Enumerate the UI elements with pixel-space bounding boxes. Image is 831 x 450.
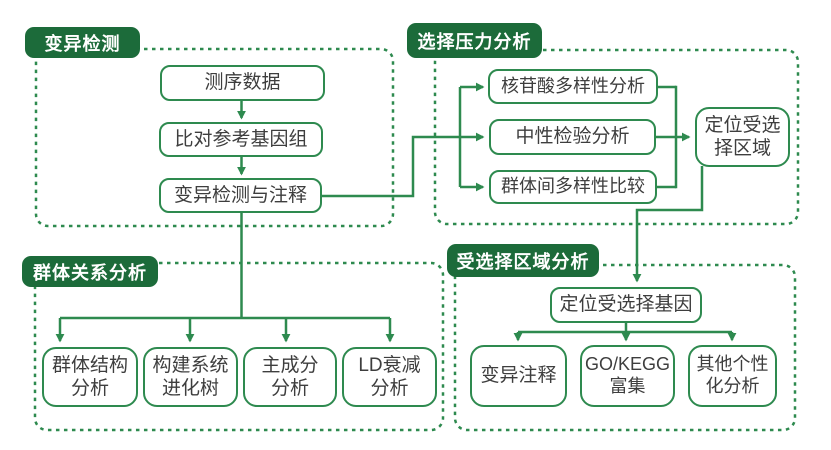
group-variant-detection-border	[34, 47, 395, 228]
node-label: 进化树	[161, 378, 219, 399]
node-label: 变异注释	[480, 365, 557, 387]
node-label: 定位受选择基因	[559, 294, 693, 316]
badge-selected-region: 受选择区域分析	[447, 244, 599, 277]
node-variant-annotation: 变异注释	[470, 345, 567, 407]
node-label: GO/KEGG	[584, 354, 671, 375]
connector-region-to-gene	[632, 166, 704, 283]
node-label: 分析	[270, 378, 309, 399]
node-other-personalized-analysis: 其他个性 化分析	[688, 345, 777, 407]
node-label: 群体结构	[51, 354, 128, 376]
node-pca: 主成分 分析	[243, 347, 337, 407]
node-label: 化分析	[705, 376, 760, 396]
node-interpopulation-diversity: 群体间多样性比较	[489, 170, 657, 204]
badge-variant-detection: 变异检测	[25, 27, 140, 58]
node-label: 分析	[70, 378, 109, 399]
node-label: 定位受选	[704, 114, 781, 136]
node-ld-decay: LD衰减 分析	[342, 347, 437, 407]
node-align-reference-genome: 比对参考基因组	[159, 122, 323, 157]
node-label: 其他个性	[696, 354, 769, 375]
node-variant-calling-annotation: 变异检测与注释	[159, 178, 322, 213]
group-selection-pressure-border	[433, 48, 800, 226]
node-label: 富集	[609, 376, 646, 396]
node-label: 群体间多样性比较	[501, 176, 645, 197]
node-phylogenetic-tree: 构建系统 进化树	[143, 347, 238, 407]
node-label: 分析	[370, 378, 409, 399]
node-label: 中性检验分析	[515, 126, 630, 148]
group-population-relationship-border	[33, 261, 445, 432]
node-label: LD衰减	[358, 354, 421, 376]
node-label: 择区域	[713, 138, 771, 159]
connector-call-to-neutrality	[322, 132, 485, 198]
node-locate-selected-gene: 定位受选择基因	[550, 287, 702, 323]
node-label: 主成分	[261, 354, 319, 376]
node-neutrality-test: 中性检验分析	[489, 119, 656, 155]
node-nucleotide-diversity: 核苷酸多样性分析	[488, 69, 658, 104]
node-go-kegg-enrichment: GO/KEGG 富集	[580, 345, 675, 407]
badge-selection-pressure: 选择压力分析	[407, 23, 542, 58]
node-label: 测序数据	[204, 72, 281, 94]
node-population-structure: 群体结构 分析	[42, 347, 138, 407]
node-label: 构建系统	[152, 354, 229, 376]
node-label: 变异检测与注释	[173, 184, 307, 206]
node-label: 核苷酸多样性分析	[501, 75, 645, 96]
node-locate-selected-region: 定位受选 择区域	[695, 107, 790, 167]
node-label: 比对参考基因组	[174, 128, 308, 150]
badge-population-relationship: 群体关系分析	[22, 256, 158, 287]
node-sequencing-data: 测序数据	[160, 65, 325, 101]
